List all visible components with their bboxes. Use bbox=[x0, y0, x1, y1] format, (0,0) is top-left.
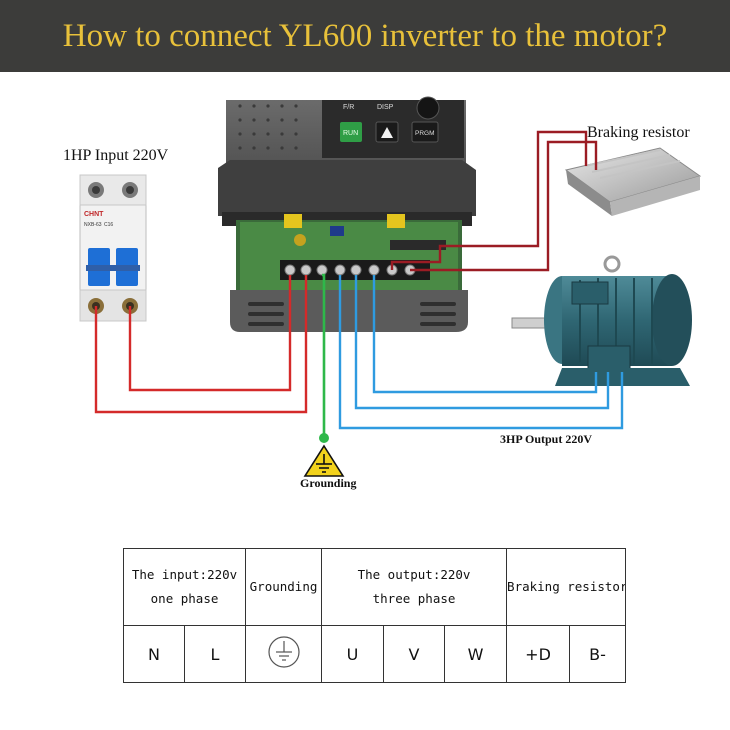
terminal-b-minus: B- bbox=[569, 625, 627, 683]
output-label: 3HP Output 220V bbox=[500, 432, 593, 446]
btn-run-label: RUN bbox=[343, 130, 358, 137]
ground-wire bbox=[303, 273, 345, 477]
wire-output-v bbox=[354, 275, 610, 410]
breaker-rating: C16 bbox=[104, 222, 113, 228]
breaker-brand: CHNT bbox=[84, 211, 104, 218]
braking-resistor-label: Braking resistor bbox=[587, 124, 690, 141]
header-input: The input:220v one phase bbox=[122, 548, 247, 626]
btn-fr-label: F/R bbox=[343, 104, 354, 111]
braking-resistor bbox=[564, 147, 702, 216]
btn-prgm-label: PRGM bbox=[415, 130, 435, 137]
terminal-plus-d: +D bbox=[506, 625, 571, 683]
circuit-breaker: CHNT NXB-63 C16 bbox=[79, 174, 147, 322]
header-output: The output:220v three phase bbox=[321, 548, 508, 626]
inverter: F/R DISP RUN PRGM bbox=[218, 96, 476, 332]
terminal-table: The input:220v one phase Grounding The o… bbox=[122, 548, 627, 683]
page-title: How to connect YL600 inverter to the mot… bbox=[0, 0, 730, 72]
output-wires bbox=[338, 275, 624, 430]
input-label: 1HP Input 220V bbox=[63, 147, 169, 164]
terminal-u: U bbox=[321, 625, 385, 683]
motor bbox=[511, 255, 692, 386]
input-wires bbox=[94, 275, 308, 414]
wire-brake-d bbox=[390, 130, 588, 270]
brake-wires bbox=[390, 130, 598, 272]
terminal-v: V bbox=[383, 625, 446, 683]
wire-input-l bbox=[128, 275, 292, 392]
terminal-w: W bbox=[444, 625, 508, 683]
wire-brake-b bbox=[410, 140, 598, 272]
breaker-model: NXB-63 bbox=[84, 222, 102, 228]
terminal-n: N bbox=[123, 625, 185, 683]
wire-input-n bbox=[94, 275, 308, 414]
wiring-diagram: CHNT NXB-63 C16 F/R DISP RUN PRGM bbox=[79, 96, 702, 477]
grounding-label: Grounding bbox=[300, 476, 357, 490]
terminal-l: L bbox=[183, 625, 247, 683]
wire-output-u bbox=[338, 275, 624, 430]
btn-disp-label: DISP bbox=[377, 104, 394, 111]
wire-output-w bbox=[372, 275, 598, 394]
header-braking: Braking resistor bbox=[506, 548, 627, 626]
ground-symbol-icon bbox=[267, 636, 300, 668]
terminal-ground bbox=[245, 625, 323, 683]
header-grounding: Grounding bbox=[245, 548, 323, 626]
